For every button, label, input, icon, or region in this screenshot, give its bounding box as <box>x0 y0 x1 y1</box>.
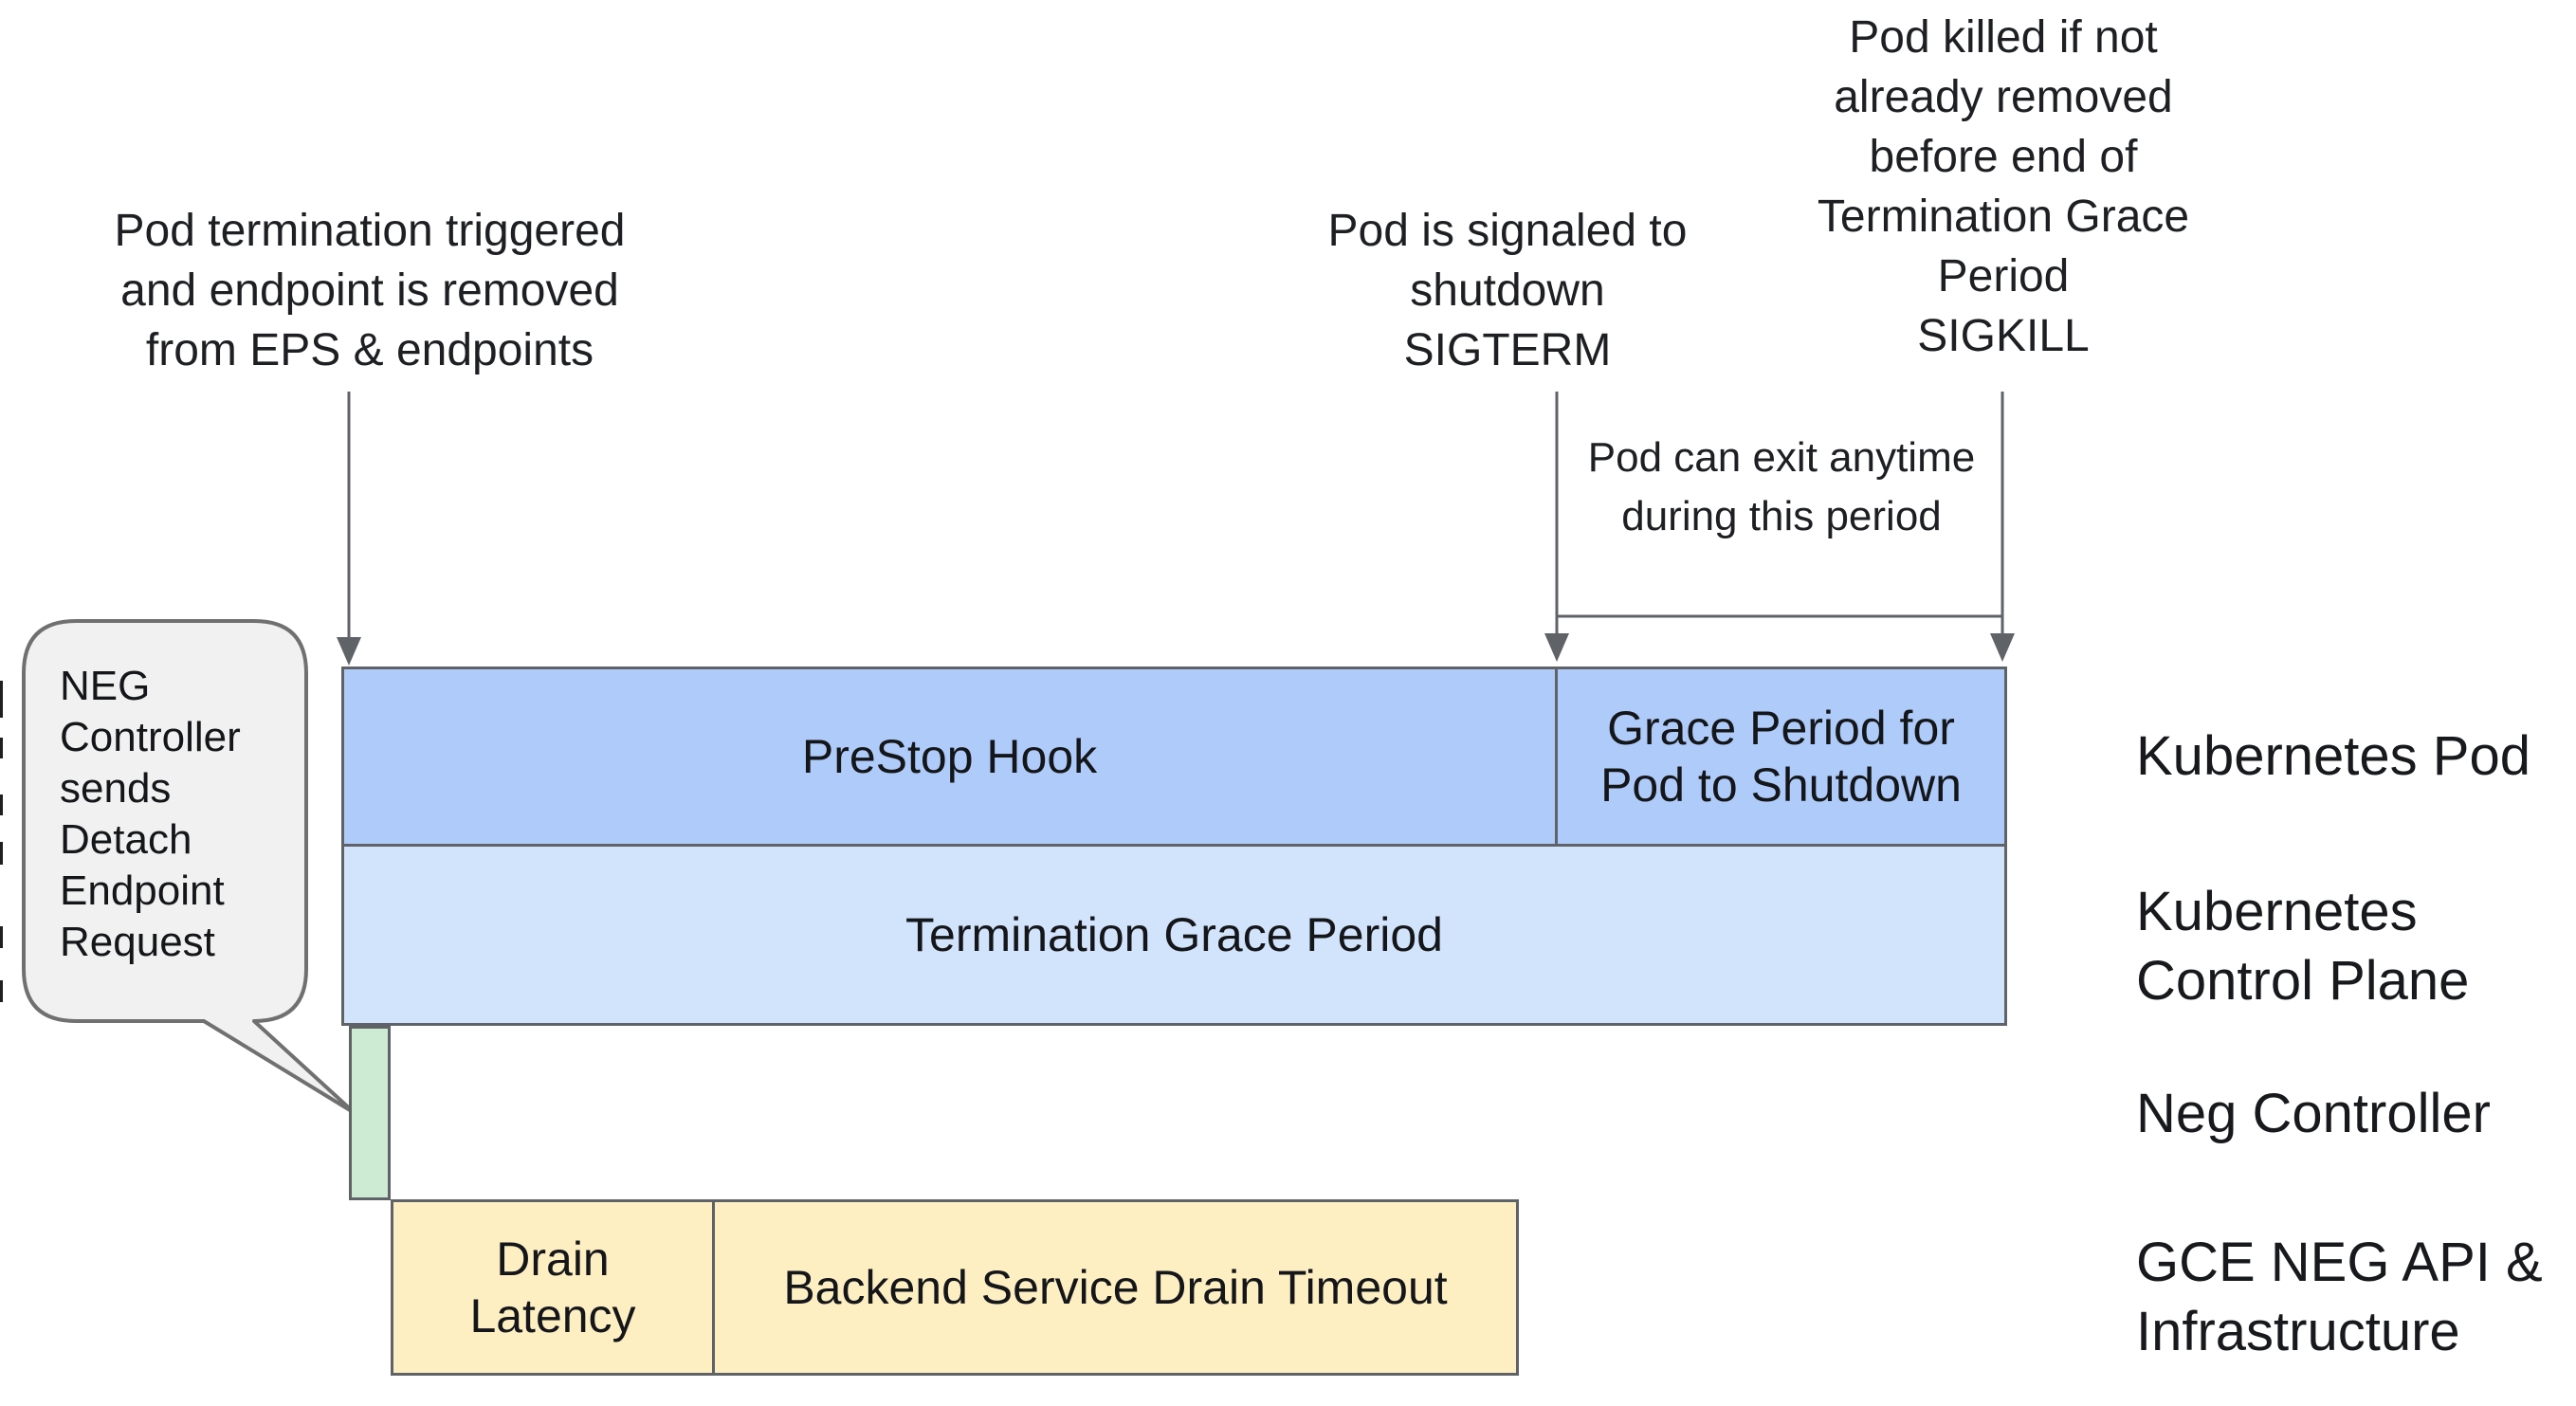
bar-termination-grace-period-label: Termination Grace Period <box>905 908 1443 961</box>
edge-artifact <box>0 738 3 758</box>
bar-prestop-hook: PreStop Hook <box>341 666 1558 847</box>
bar-drain-latency-label: Drain Latency <box>469 1233 636 1342</box>
annotation-sigkill: Pod killed if not already removed before… <box>1817 12 2190 361</box>
edge-artifact <box>0 681 3 718</box>
edge-artifact <box>0 980 3 1002</box>
edge-artifact <box>0 926 3 948</box>
arrowhead-sigkill <box>1990 633 2015 662</box>
lane-label-kubernetes-control-plane: Kubernetes Control Plane <box>2136 881 2470 1012</box>
lane-label-gce-neg-api: GCE NEG API & Infrastructure <box>2136 1232 2543 1362</box>
bar-grace-period-label: Grace Period for Pod to Shutdown <box>1600 702 1962 812</box>
annotation-sigterm: Pod is signaled to shutdown SIGTERM <box>1327 206 1688 375</box>
edge-artifact <box>0 842 3 865</box>
lane-label-neg-controller: Neg Controller <box>2136 1083 2491 1144</box>
bar-backend-drain-timeout: Backend Service Drain Timeout <box>712 1199 1519 1376</box>
annotation-pod-termination: Pod termination triggered and endpoint i… <box>114 206 626 375</box>
bar-prestop-hook-label: PreStop Hook <box>801 730 1098 783</box>
lane-label-kubernetes-pod: Kubernetes Pod <box>2136 725 2530 787</box>
arrowhead-sigterm <box>1544 633 1569 662</box>
bar-backend-drain-timeout-label: Backend Service Drain Timeout <box>783 1261 1448 1314</box>
bar-grace-period: Grace Period for Pod to Shutdown <box>1555 666 2007 847</box>
arrowhead-pod-termination <box>337 637 361 666</box>
bar-neg-detach <box>349 1026 391 1200</box>
bar-termination-grace-period: Termination Grace Period <box>341 844 2007 1026</box>
annotation-pod-exit-window: Pod can exit anytime during this period <box>1587 434 1976 539</box>
edge-artifact <box>0 794 3 815</box>
bar-drain-latency: Drain Latency <box>391 1199 715 1376</box>
speech-bubble-text: NEG Controller sends Detach Endpoint Req… <box>60 663 241 965</box>
